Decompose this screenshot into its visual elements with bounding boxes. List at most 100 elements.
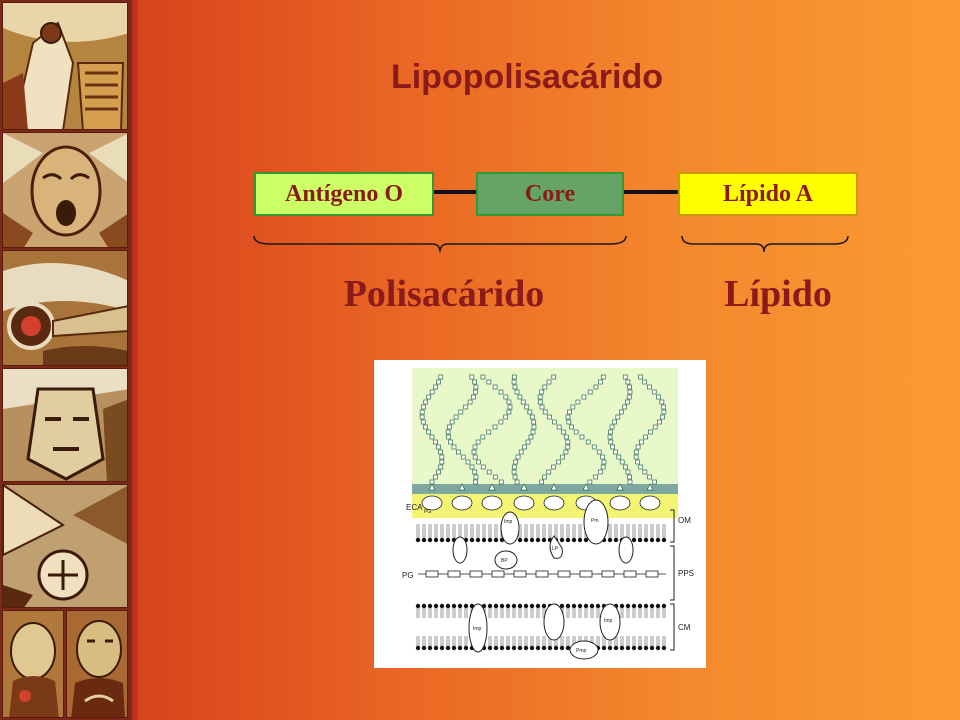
sugar-unit [486,429,492,435]
sugar-unit [651,389,657,395]
core-triangle [550,483,558,491]
cm-tail-top [536,608,540,618]
sugar-unit [472,454,478,460]
cm-tail-top [620,608,624,618]
sugar-unit [546,379,552,385]
sugar-unit [638,464,644,470]
pps-label: PPS [678,569,694,578]
cm-tail-top [506,608,510,618]
sugar-unit [419,409,425,415]
cm-head-top [457,603,463,609]
om-tail [572,524,576,538]
art-panel-7 [66,610,128,718]
imp-label-2: Imp [473,626,482,632]
cm-head-top [577,603,583,609]
cm-head-top [523,603,529,609]
cm-head-bottom [643,645,649,651]
sugar-unit [438,464,444,470]
om-tail [488,524,492,538]
sugar-unit [591,444,597,450]
sugar-unit [432,439,438,445]
sugar-unit [528,434,534,440]
om-head-bottom [481,537,487,543]
om-head-bottom [571,537,577,543]
om-tail [482,524,486,538]
core-triangle [646,483,654,491]
om-tail [656,524,660,538]
sugar-unit [593,384,599,390]
sugar-unit [551,419,557,425]
cm-tail-top [644,608,648,618]
sugar-unit [542,474,547,480]
sugar-unit [436,379,441,385]
sugar-unit [465,459,471,465]
om-head-bottom [631,537,637,543]
sugar-unit [514,389,520,395]
sugar-unit [600,454,605,460]
cm-head-bottom [451,645,457,651]
lipid-brace [681,235,849,253]
om-tail [530,524,534,538]
om-tail [608,524,612,538]
cm-head-bottom [655,645,661,651]
sugar-unit [601,459,607,465]
cm-head-top [643,603,649,609]
lipid-a-head [451,495,473,511]
om-head-bottom [523,537,529,543]
sugar-unit [539,479,544,485]
cm-head-bottom [445,645,451,651]
lipid-group-label: Lípido [724,273,832,315]
om-tail [548,524,552,538]
pps-bracket [670,545,675,601]
om-head-bottom [529,537,535,543]
core-triangle [520,483,528,491]
cm-head-bottom [463,645,469,651]
sugar-unit [565,444,571,450]
cm-tail-bottom [416,636,420,646]
binding-protein [494,550,518,570]
sugar-unit [507,404,513,410]
polysaccharide-group-label: Polisacárido [343,273,545,315]
sugar-unit [446,424,452,430]
sugar-unit [547,414,552,420]
cm-head-bottom [553,645,559,651]
sugar-unit [480,434,486,440]
sugar-unit [511,464,517,470]
membrane-diagram-figure: ECA PG OM PPS CM PG Imp Pm BP LP Imp Imp… [374,360,706,668]
sugar-unit [627,389,633,395]
core-triangle [616,483,624,491]
sugar-unit [511,379,517,385]
cm-head-bottom [493,645,499,651]
om-head-bottom [649,537,655,543]
sugar-unit [469,464,475,470]
bp-label: BP [501,558,508,564]
sugar-unit [515,454,521,460]
cm-tail-top [590,608,594,618]
peptidoglycan-unit [469,570,483,578]
om-head-bottom [475,537,481,543]
cm-head-top [421,603,427,609]
om-tail [626,524,630,538]
sugar-unit [436,444,441,450]
peripheral-membrane-protein [569,640,599,660]
sugar-unit [546,469,552,475]
imp-label-1: Imp [504,519,513,525]
o-antigen-chains [419,374,667,511]
sugar-unit [625,399,630,405]
mural-geometric-image [3,485,127,607]
sugar-unit [506,399,512,405]
sugar-unit [657,419,662,425]
peptidoglycan-unit [491,570,505,578]
sugar-unit [480,374,486,380]
cm-head-bottom [541,645,547,651]
sugar-unit [635,459,641,465]
cm-head-bottom [421,645,427,651]
sugar-unit [512,384,518,390]
sugar-unit [542,384,548,390]
om-tail [638,524,642,538]
pmp-label: Pmp [576,648,587,654]
sugar-unit [551,374,557,380]
om-head-bottom [541,537,547,543]
cm-tail-bottom [650,636,654,646]
sugar-unit [626,394,632,400]
